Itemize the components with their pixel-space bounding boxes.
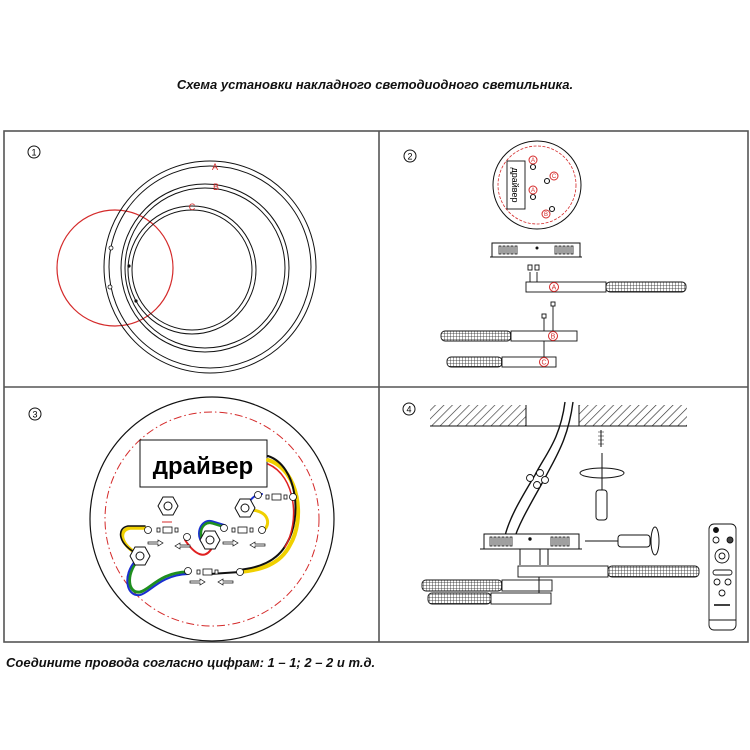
driver-box-side-view xyxy=(490,242,582,258)
ring-b xyxy=(120,183,290,353)
wire-connectors xyxy=(527,264,556,362)
wire-connector-block xyxy=(526,469,549,489)
panel-3: 3 драйвер xyxy=(28,396,335,642)
ring-label-b: B xyxy=(213,182,219,192)
svg-text:B: B xyxy=(544,212,548,218)
bar-label-b: B xyxy=(551,334,556,341)
panel-2: 2 драйвер A C A B xyxy=(403,140,687,368)
ring-a xyxy=(103,160,317,374)
mount-outline-dashed xyxy=(104,411,320,627)
svg-text:A: A xyxy=(531,188,535,194)
led-bars-mounted xyxy=(421,565,700,605)
wires xyxy=(119,455,301,597)
driver-label: драйвер xyxy=(153,453,253,480)
screw-icon xyxy=(598,430,604,447)
panel-4: 4 xyxy=(402,401,737,631)
terminal-blocks xyxy=(144,491,297,576)
base-plate xyxy=(89,396,335,642)
panel-grid xyxy=(3,130,749,643)
svg-text:C: C xyxy=(552,174,557,180)
mount-plate-top-view: драйвер A C A B xyxy=(492,140,582,230)
ring-c xyxy=(127,205,257,335)
svg-text:2: 2 xyxy=(407,152,412,162)
led-bar-c xyxy=(446,356,557,368)
footer-instruction: Соедините провода согласно цифрам: 1 – 1… xyxy=(6,655,376,670)
svg-text:4: 4 xyxy=(406,405,411,415)
screwdriver-horizontal-icon xyxy=(585,526,660,556)
bar-label-a: A xyxy=(552,285,557,292)
ring-label-a: A xyxy=(212,162,218,172)
page-title: Схема установки накладного светодиодного… xyxy=(176,77,574,92)
ring-label-c: C xyxy=(189,202,196,212)
panel-1: 1 A B C xyxy=(27,145,317,374)
bar-label-c: C xyxy=(541,360,546,367)
arrows xyxy=(147,539,266,586)
step-number-4: 4 xyxy=(402,402,416,416)
mount-plate-outline xyxy=(56,209,174,327)
led-bar-b xyxy=(440,330,578,342)
remote-control-icon xyxy=(708,523,737,631)
svg-text:3: 3 xyxy=(32,410,37,420)
driver-box xyxy=(139,439,268,488)
step-number-3: 3 xyxy=(28,407,42,421)
svg-text:1: 1 xyxy=(31,148,36,158)
step-number-2: 2 xyxy=(403,149,417,163)
driver-label-small: драйвер xyxy=(510,168,520,203)
ceiling xyxy=(430,405,687,427)
svg-text:A: A xyxy=(531,158,535,164)
screwdriver-vertical-icon xyxy=(579,453,625,521)
nuts xyxy=(129,496,256,566)
step-number-1: 1 xyxy=(27,145,41,159)
led-bar-a xyxy=(525,281,687,293)
driver-box-mounted xyxy=(480,533,582,565)
